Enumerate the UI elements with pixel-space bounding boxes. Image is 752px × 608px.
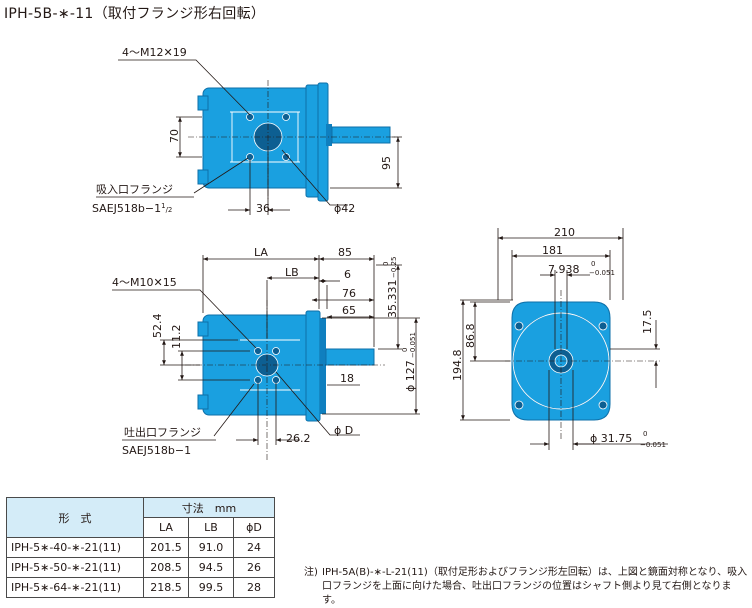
table-col-LA: LA bbox=[143, 517, 189, 538]
footnote-text: IPH-5A(B)-∗-L-21(11)（取付足形およびフランジ形左回転）は、上… bbox=[322, 567, 748, 606]
footnote: 注) IPH-5A(B)-∗-L-21(11)（取付足形およびフランジ形左回転）… bbox=[304, 566, 750, 608]
table-header-model: 形 式 bbox=[6, 497, 144, 538]
tol-7-938-lower: −0.051 bbox=[589, 269, 615, 277]
table-cell-model: IPH-5∗-50-∗-21(11) bbox=[6, 557, 144, 578]
dim-95-label: 95 bbox=[380, 156, 393, 170]
tol-127-lower: −0.051 bbox=[409, 332, 417, 358]
dim-76-label: 76 bbox=[342, 287, 356, 300]
dia-127-label: ϕ 127 bbox=[404, 360, 417, 392]
table-cell-LB: 99.5 bbox=[188, 577, 234, 598]
suction-flange-label: 吸入口フランジ bbox=[96, 183, 173, 196]
dim-65-label: 65 bbox=[342, 304, 356, 317]
table-cell-D: 26 bbox=[233, 557, 275, 578]
dim-35-331-label: 35.331 bbox=[386, 280, 399, 319]
dia-D-label: ϕ D bbox=[334, 424, 353, 437]
pressure-flange-label: 吐出口フランジ bbox=[124, 425, 201, 439]
table-col-D: ϕD bbox=[233, 517, 275, 538]
table-header-dims: 寸法 mm bbox=[143, 497, 275, 518]
table-cell-LA: 201.5 bbox=[143, 537, 189, 558]
pressure-sae-label: SAEJ518b−1 bbox=[122, 444, 191, 457]
tol-31-75-upper: 0 bbox=[643, 430, 647, 438]
front-view: 210 181 7.938 0 −0.051 86.8 194.8 17.5 ϕ… bbox=[451, 226, 668, 450]
tol-35-331-lower: −0.25 bbox=[390, 257, 398, 278]
footnote-label: 注) bbox=[304, 567, 318, 578]
dim-6-label: 6 bbox=[344, 268, 351, 281]
dim-11-2-label: 11.2 bbox=[170, 325, 183, 350]
table-cell-D: 28 bbox=[233, 577, 275, 598]
table-cell-model: IPH-5∗-64-∗-21(11) bbox=[6, 577, 144, 598]
top-pump-body bbox=[197, 82, 391, 202]
dim-86-8-label: 86.8 bbox=[464, 324, 477, 349]
tol-7-938-upper: 0 bbox=[591, 260, 595, 268]
table-col-LB: LB bbox=[188, 517, 234, 538]
table-cell-LB: 91.0 bbox=[188, 537, 234, 558]
table-row: IPH-5∗-40-∗-21(11) 201.5 91.0 24 bbox=[6, 537, 275, 558]
dim-LB-label: LB bbox=[285, 266, 299, 279]
table-row: IPH-5∗-64-∗-21(11) 218.5 99.5 28 bbox=[6, 577, 275, 598]
top-view: 70 95 36 ϕ42 4〜M12✕19 吸入口フランジ SAEJ518b−1… bbox=[92, 46, 402, 215]
suction-sae-label: SAEJ518b−11/2 bbox=[92, 202, 172, 215]
dim-36-label: 36 bbox=[256, 202, 270, 215]
dia-42-label: ϕ42 bbox=[334, 202, 355, 215]
top-bolt-label: 4〜M12✕19 bbox=[122, 46, 187, 59]
tol-31-75-lower: −0.051 bbox=[640, 441, 666, 449]
page-title: IPH-5B-∗-11（取付フランジ形右回転） bbox=[4, 6, 266, 22]
technical-drawing: 70 95 36 ϕ42 4〜M12✕19 吸入口フランジ SAEJ518b−1… bbox=[92, 46, 668, 460]
side-pump-body bbox=[197, 310, 375, 422]
table-row: IPH-5∗-50-∗-21(11) 208.5 94.5 26 bbox=[6, 557, 275, 578]
side-bolt-label: 4〜M10✕15 bbox=[112, 276, 177, 289]
dim-181-label: 181 bbox=[542, 244, 563, 257]
dim-194-8-label: 194.8 bbox=[451, 350, 464, 382]
tol-127-upper: 0 bbox=[401, 348, 409, 352]
dim-210-label: 210 bbox=[554, 226, 575, 239]
dim-85-label: 85 bbox=[338, 246, 352, 259]
table-cell-model: IPH-5∗-40-∗-21(11) bbox=[6, 537, 144, 558]
table-cell-LA: 218.5 bbox=[143, 577, 189, 598]
side-view: LA 85 LB 6 76 65 18 52.4 11.2 35.331 0 −… bbox=[112, 246, 420, 460]
table-cell-D: 24 bbox=[233, 537, 275, 558]
dim-7-938-label: 7.938 bbox=[548, 263, 580, 276]
table-cell-LB: 94.5 bbox=[188, 557, 234, 578]
dim-LA-label: LA bbox=[254, 246, 268, 259]
dim-70-label: 70 bbox=[168, 129, 181, 143]
dia-31-75-label: ϕ 31.75 bbox=[590, 432, 632, 445]
spec-table: 形 式 寸法 mm LA LB ϕD IPH-5∗-40-∗-21(11) 20… bbox=[6, 497, 275, 598]
table-cell-LA: 208.5 bbox=[143, 557, 189, 578]
tol-35-331-upper: 0 bbox=[382, 262, 390, 266]
dim-17-5-label: 17.5 bbox=[641, 310, 654, 335]
dim-26-2-label: 26.2 bbox=[286, 432, 311, 445]
dim-52-4-label: 52.4 bbox=[151, 314, 164, 339]
dim-18-label: 18 bbox=[340, 372, 354, 385]
